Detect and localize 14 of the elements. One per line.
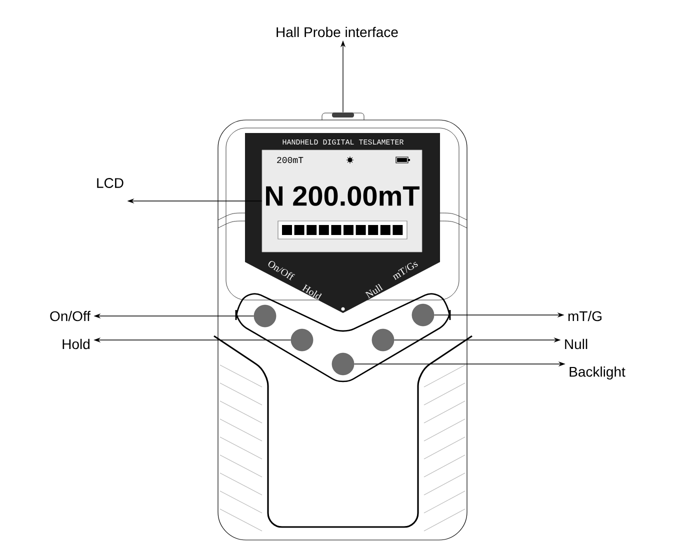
callout-text: Backlight [570, 366, 626, 380]
button [290, 328, 314, 352]
callout-text: Hold [62, 338, 90, 350]
button [372, 328, 394, 352]
callout-text: mT/G [568, 310, 602, 322]
callout-text: Null [565, 338, 588, 350]
lcd-screen: 200mT N 200.00mT [262, 150, 422, 252]
callout-text: On/Off [50, 310, 91, 322]
probe-socket [332, 112, 354, 118]
callout-text: Hall Probe interface [276, 26, 398, 38]
button [254, 304, 276, 328]
button [332, 352, 354, 376]
button [412, 304, 434, 326]
callout-text: LCD [97, 178, 124, 188]
